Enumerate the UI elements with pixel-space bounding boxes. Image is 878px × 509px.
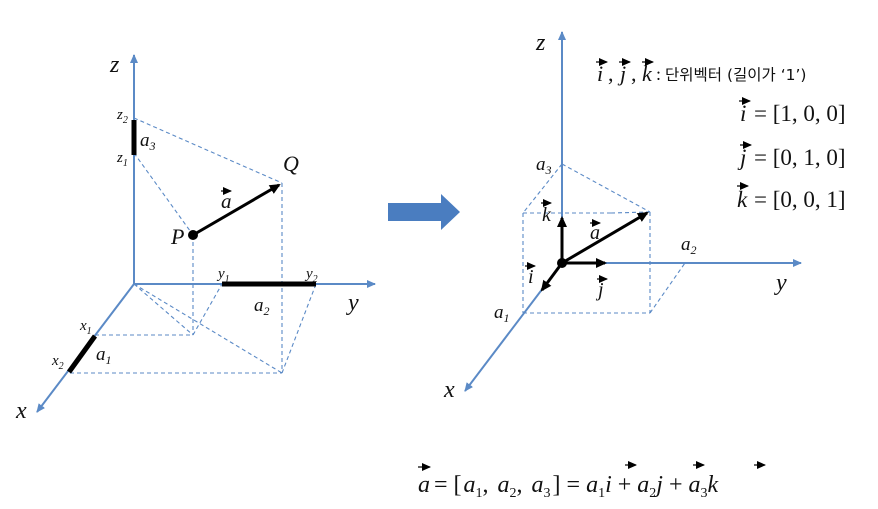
- legend-note: 단위벡터 (길이가 ‘1’): [665, 66, 806, 84]
- svg-text:,: ,: [608, 61, 614, 86]
- svg-text:= [0, 1, 0]: = [0, 1, 0]: [754, 145, 846, 170]
- legend-j-definition: j = [0, 1, 0]: [737, 141, 846, 170]
- svg-text:= [0, 0, 1]: = [0, 0, 1]: [754, 187, 846, 212]
- left-diagram: z y x P Q a z2 z1 a3 y1 y2 a2 x1 x2 a1: [15, 52, 376, 424]
- svg-text:j: j: [737, 145, 746, 170]
- svg-text:a: a: [590, 222, 600, 244]
- legend-i: i: [597, 61, 603, 86]
- left-x-segment: [66, 334, 98, 374]
- left-projection-lines: [70, 117, 317, 374]
- svg-text:k: k: [542, 204, 552, 226]
- svg-text:k: k: [737, 187, 748, 212]
- right-vector-a: [561, 211, 649, 265]
- right-projection-lines: [522, 163, 686, 314]
- left-a1-label: a1: [96, 344, 112, 367]
- y1-label: y1: [216, 266, 230, 285]
- legend-header: i , j , k : 단위벡터 (길이가 ‘1’): [596, 58, 806, 86]
- right-x-label: x: [443, 377, 455, 403]
- left-vector-pq: [192, 183, 281, 237]
- point-p-dot: [188, 230, 198, 240]
- right-a1-label: a1: [494, 302, 510, 325]
- svg-text:,: ,: [631, 61, 637, 86]
- left-a2-label: a2: [254, 295, 270, 318]
- origin-dot: [557, 258, 567, 268]
- unit-i-label: i: [525, 262, 536, 288]
- x2-label: x2: [51, 353, 64, 372]
- right-y-label: y: [774, 270, 787, 296]
- left-x-label: x: [15, 398, 27, 424]
- right-vector-a-label: a: [590, 219, 601, 244]
- right-z-label: z: [535, 30, 546, 56]
- point-q-label: Q: [283, 151, 299, 176]
- legend-j: j: [617, 61, 626, 86]
- unit-j-label: j: [595, 275, 608, 301]
- component-formula: a= [a1,a2,a3] =a1i+a2j+a3k: [418, 461, 766, 501]
- right-a2-label: a2: [681, 234, 697, 257]
- point-p-label: P: [170, 224, 184, 249]
- left-z-label: z: [109, 52, 120, 78]
- left-vector-a-label: a: [221, 187, 232, 213]
- right-a3-label: a3: [536, 154, 552, 177]
- x1-label: x1: [79, 318, 92, 337]
- formula-text: a= [a1,a2,a3] =a1i+a2j+a3k: [418, 472, 719, 501]
- legend-i-definition: i = [1, 0, 0]: [739, 97, 846, 126]
- svg-text:= [1, 0, 0]: = [1, 0, 0]: [754, 101, 846, 126]
- unit-k-label: k: [541, 199, 552, 226]
- unit-vector-i: [540, 262, 564, 292]
- y2-label: y2: [304, 266, 318, 285]
- svg-text:a: a: [221, 189, 232, 213]
- svg-text:i: i: [740, 101, 746, 126]
- transform-arrow-icon: [388, 194, 460, 230]
- svg-text:i: i: [528, 266, 534, 288]
- unit-vector-legend: i , j , k : 단위벡터 (길이가 ‘1’) i = [1, 0, 0]…: [596, 58, 846, 212]
- legend-k: k: [642, 61, 653, 86]
- left-y-label: y: [346, 290, 359, 316]
- z1-label: z1: [116, 150, 128, 169]
- svg-text::: :: [656, 64, 661, 84]
- legend-k-definition: k = [0, 0, 1]: [737, 182, 846, 212]
- left-a3-label: a3: [140, 130, 156, 153]
- svg-text:j: j: [595, 279, 604, 301]
- z2-label: z2: [116, 107, 128, 126]
- right-diagram: z y x a3 a2 a1 a k j i: [443, 30, 802, 403]
